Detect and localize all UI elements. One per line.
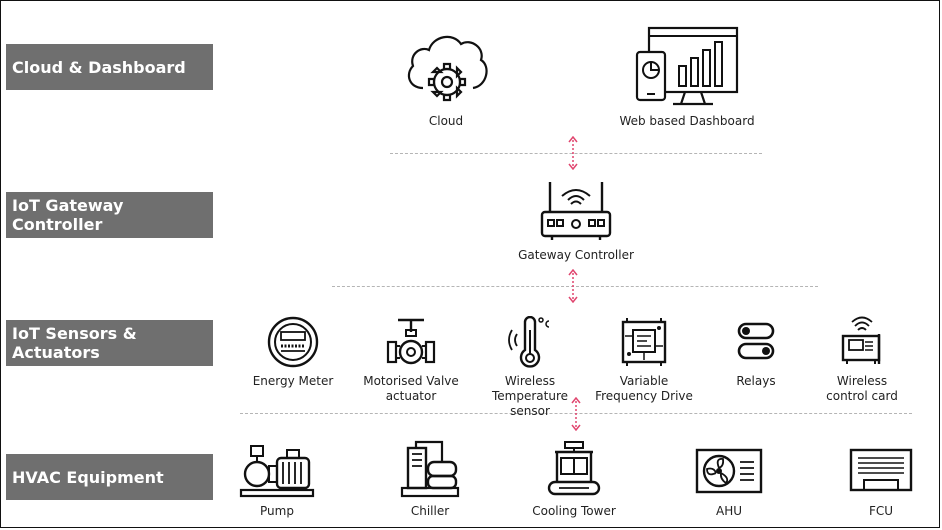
wireless-thermometer-icon [508, 316, 550, 368]
tier-label-cloud: Cloud & Dashboard [6, 44, 213, 90]
fcu-unit-icon [849, 448, 913, 492]
router-icon [540, 182, 612, 240]
cloud-label: Cloud [428, 114, 464, 128]
gateway-label: Gateway Controller [518, 248, 634, 262]
separator-gateway-sensors [332, 286, 818, 287]
fcu-label: FCU [868, 504, 894, 518]
toggle-switches-icon [737, 322, 775, 360]
ahu-fan-icon [695, 448, 763, 494]
motorised-valve-label-2: actuator [385, 389, 437, 403]
pump-label: Pump [260, 504, 294, 518]
tier-label-gateway: IoT Gateway Controller [6, 192, 213, 238]
ahu-label: AHU [715, 504, 742, 518]
dashboard-label: Web based Dashboard [619, 114, 755, 128]
dashboard-node: Web based Dashboard [612, 26, 762, 129]
bidirectional-arrow-icon [568, 136, 578, 170]
chiller-node: Chiller [392, 440, 468, 519]
cooling-tower-icon [547, 441, 601, 496]
bidirectional-arrow-icon [568, 269, 578, 303]
cooling-tower-node: Cooling Tower [526, 440, 622, 519]
pump-node: Pump [236, 440, 318, 519]
relays-label: Relays [736, 374, 776, 388]
vfd-label-2: Frequency Drive [595, 389, 693, 403]
tier-label-hvac: HVAC Equipment [6, 454, 213, 500]
energy-meter-node: Energy Meter [242, 316, 344, 389]
cloud-node: Cloud [396, 26, 496, 129]
wireless-card-node: Wireless control card [818, 316, 906, 404]
temp-sensor-label-2: sensor [510, 404, 550, 418]
fcu-node: FCU [846, 440, 916, 519]
separator-cloud-gateway [390, 153, 762, 154]
temp-sensor-label-1: Wireless Temperature [491, 374, 568, 403]
vfd-label-1: Variable [619, 374, 669, 388]
ahu-node: AHU [690, 440, 768, 519]
tier-label-sensors: IoT Sensors & Actuators [6, 320, 213, 366]
motorised-valve-node: Motorised Valve actuator [360, 316, 462, 404]
cloud-gear-icon [407, 35, 488, 102]
wireless-card-label-2: control card [826, 389, 898, 403]
web-dashboard-icon [635, 26, 739, 106]
wireless-control-card-icon [841, 316, 881, 364]
motorised-valve-label-1: Motorised Valve [363, 374, 459, 388]
chiller-icon [400, 440, 460, 498]
chiller-label: Chiller [410, 504, 450, 518]
wireless-card-label-1: Wireless [836, 374, 888, 388]
energy-meter-label: Energy Meter [252, 374, 334, 388]
bidirectional-arrow-icon [571, 397, 581, 431]
valve-actuator-icon [386, 318, 436, 365]
pump-icon [239, 445, 315, 498]
gateway-node: Gateway Controller [506, 178, 646, 263]
vfd-node: Variable Frequency Drive [592, 316, 696, 404]
relays-node: Relays [716, 316, 796, 389]
circuit-board-icon [621, 318, 667, 366]
cooling-tower-label: Cooling Tower [532, 504, 616, 518]
energy-meter-icon [267, 316, 319, 368]
temp-sensor-node: Wireless Temperature sensor [466, 316, 594, 419]
